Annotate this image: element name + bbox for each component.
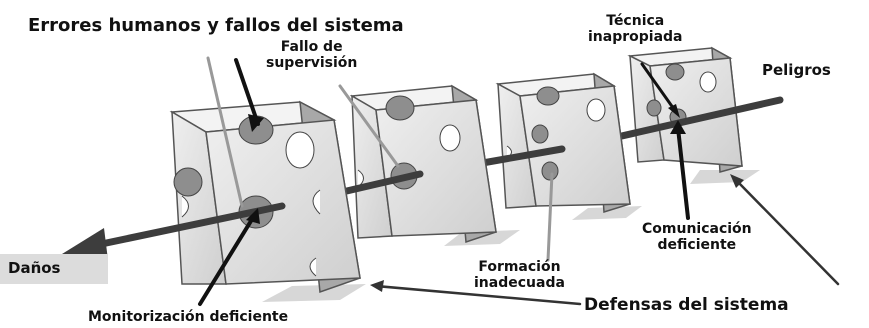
cheese-slice-1 <box>169 100 361 294</box>
label-tecnica-inapropiada: Técnica inapropiada <box>588 13 683 45</box>
cheese-slice-2 <box>349 84 497 244</box>
hazard-arrow-front <box>62 202 286 260</box>
danos-label-background <box>0 254 108 284</box>
label-fallo-supervision: Fallo de supervisión <box>266 39 358 71</box>
label-peligros: Peligros <box>762 61 831 79</box>
label-comunicacion-deficiente: Comunicación deficiente <box>642 221 752 253</box>
label-defensas-sistema: Defensas del sistema <box>584 295 789 315</box>
arrowhead-icon <box>62 228 108 260</box>
pointer-lines <box>198 56 840 306</box>
slice-shadows <box>262 170 760 302</box>
label-monitorizacion-deficiente: Monitorización deficiente <box>88 309 289 325</box>
label-danos: Daños <box>8 259 61 277</box>
diagram-title: Errores humanos y fallos del sistema <box>28 15 404 36</box>
cheese-slice-3 <box>495 72 631 213</box>
label-formacion-inadecuada: Formación inadecuada <box>474 259 565 291</box>
